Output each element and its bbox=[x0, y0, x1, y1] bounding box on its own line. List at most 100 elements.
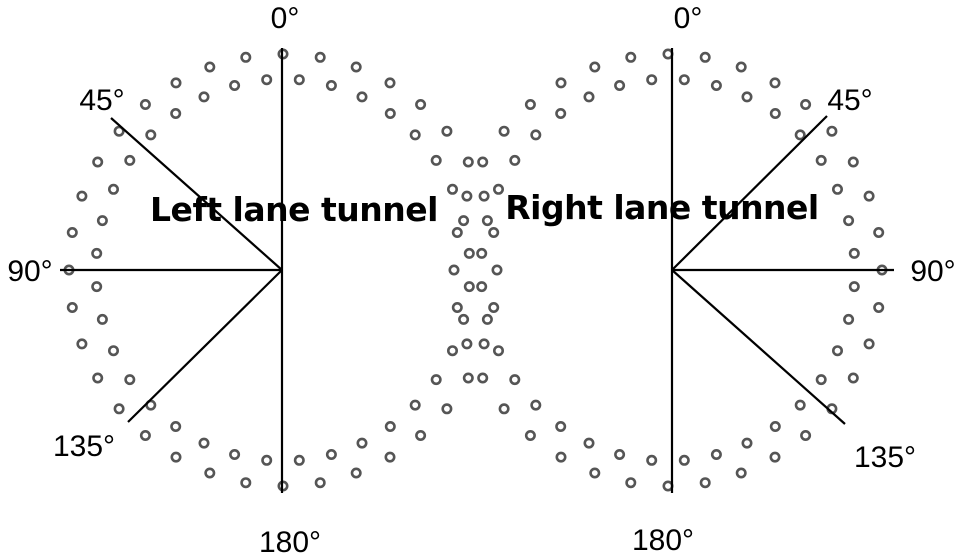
right-tunnel-bolt bbox=[492, 345, 504, 357]
left-tunnel-bolt bbox=[491, 264, 503, 276]
left-tunnel-bolt bbox=[350, 61, 362, 73]
right-tunnel-bolt bbox=[498, 125, 510, 137]
right-tunnel-bolt bbox=[741, 437, 753, 449]
left-tunnel-bolt bbox=[113, 403, 125, 415]
right-tunnel-bolt bbox=[492, 183, 504, 195]
right-tunnel-bolt bbox=[530, 129, 542, 141]
left-tunnel-bolt bbox=[92, 372, 104, 384]
right-tunnel-bolt bbox=[555, 420, 567, 432]
right-tunnel-bolt bbox=[815, 154, 827, 166]
left-tunnel-bolt bbox=[113, 125, 125, 137]
left-tunnel-rays bbox=[60, 48, 284, 493]
left-tunnel-bolt bbox=[261, 454, 273, 466]
left-tunnel-bolt bbox=[261, 74, 273, 86]
left-tunnel-bolt bbox=[384, 108, 396, 120]
right-tunnel-bolt bbox=[477, 156, 489, 168]
right-tunnel-bolt bbox=[741, 91, 753, 103]
right-tunnel-bolt bbox=[461, 338, 473, 350]
left-label-90: 90° bbox=[7, 255, 52, 288]
left-tunnel-bolt bbox=[446, 183, 458, 195]
right-tunnel-bolt bbox=[815, 374, 827, 386]
bolt-ring-layer bbox=[63, 48, 888, 492]
left-tunnel-bolt bbox=[356, 437, 368, 449]
left-tunnel-bolt bbox=[441, 403, 453, 415]
left-tunnel-bolt bbox=[409, 129, 421, 141]
right-tunnel-bolt bbox=[524, 99, 536, 111]
left-tunnel-bolt bbox=[488, 227, 500, 239]
right-tunnel-bolt bbox=[476, 247, 488, 259]
left-tunnel-bolt bbox=[108, 345, 120, 357]
right-tunnel-bolt bbox=[699, 51, 711, 63]
left-tunnel-bolt bbox=[293, 74, 305, 86]
right-tunnel-bolt bbox=[614, 448, 626, 460]
right-tunnel-bolt bbox=[848, 247, 860, 259]
left-tunnel-bolt bbox=[384, 451, 396, 463]
right-label-180: 180° bbox=[632, 524, 694, 557]
right-tunnel-bolt bbox=[848, 281, 860, 293]
right-tunnel-bolt bbox=[800, 429, 812, 441]
right-tunnel-bolt bbox=[476, 281, 488, 293]
left-tunnel-bolt bbox=[325, 80, 337, 92]
left-tunnel-bolt bbox=[462, 372, 474, 384]
left-tunnel-bolt bbox=[66, 301, 78, 313]
right-tunnel-bolt bbox=[769, 451, 781, 463]
right-tunnel-bolt bbox=[847, 156, 859, 168]
left-tunnel-bolt bbox=[462, 156, 474, 168]
left-tunnel-bolt bbox=[170, 108, 182, 120]
right-tunnel-bolt bbox=[583, 437, 595, 449]
right-tunnel-bolt bbox=[863, 338, 875, 350]
left-tunnel-bolt bbox=[204, 467, 216, 479]
right-tunnel-bolt bbox=[509, 154, 521, 166]
left-tunnel-bolt bbox=[139, 429, 151, 441]
right-tunnel-bolt bbox=[451, 227, 463, 239]
left-tunnel-bolt bbox=[458, 215, 470, 227]
right-tunnel-bolt bbox=[555, 77, 567, 89]
right-tunnel-bolt bbox=[555, 451, 567, 463]
left-tunnel-bolt bbox=[229, 80, 241, 92]
right-tunnel-bolt bbox=[625, 51, 637, 63]
right-tunnel-bolt bbox=[826, 125, 838, 137]
left-tunnel-bolt bbox=[139, 99, 151, 111]
right-tunnel-bolt bbox=[678, 74, 690, 86]
right-tunnel-bolt bbox=[800, 99, 812, 111]
right-tunnel-bolt bbox=[873, 301, 885, 313]
right-tunnel-bolt bbox=[678, 454, 690, 466]
left-tunnel-bolt bbox=[198, 91, 210, 103]
right-tunnel-rays bbox=[670, 48, 894, 493]
right-tunnel-bolt bbox=[509, 374, 521, 386]
right-tunnel-bolt bbox=[530, 399, 542, 411]
left-tunnel-bolt bbox=[488, 301, 500, 313]
right-tunnel-bolt bbox=[873, 227, 885, 239]
right-tunnel-bolt bbox=[583, 91, 595, 103]
left-label-0: 0° bbox=[271, 2, 300, 35]
right-tunnel-bolt bbox=[794, 399, 806, 411]
left-tunnel-bolt bbox=[441, 125, 453, 137]
right-tunnel-bolt bbox=[710, 448, 722, 460]
left-tunnel-bolt bbox=[384, 77, 396, 89]
right-tunnel-bolt bbox=[461, 190, 473, 202]
left-tunnel-bolt bbox=[229, 448, 241, 460]
right-label-135: 135° bbox=[854, 441, 916, 474]
left-tunnel-bolt bbox=[350, 467, 362, 479]
left-tunnel-bolt bbox=[108, 183, 120, 195]
left-tunnel-bolt bbox=[415, 429, 427, 441]
left-tunnel-bolt bbox=[415, 99, 427, 111]
left-tunnel-bolt bbox=[170, 420, 182, 432]
left-tunnel-bolt bbox=[204, 61, 216, 73]
left-tunnel-bolt bbox=[76, 190, 88, 202]
left-tunnel-bolt bbox=[170, 451, 182, 463]
left-tunnel-bolt bbox=[463, 281, 475, 293]
right-tunnel-bolt bbox=[481, 313, 493, 325]
right-tunnel-bolt bbox=[843, 313, 855, 325]
left-ray-45 bbox=[110, 117, 283, 271]
left-tunnel-bolt bbox=[325, 448, 337, 460]
left-tunnel-bolt bbox=[92, 156, 104, 168]
right-tunnel-bolt bbox=[735, 467, 747, 479]
right-tunnel-bolt bbox=[769, 108, 781, 120]
right-tunnel-bolt bbox=[646, 74, 658, 86]
right-tunnel-bolt bbox=[589, 467, 601, 479]
right-tunnel-bolt bbox=[735, 61, 747, 73]
left-tunnel-bolt bbox=[356, 91, 368, 103]
right-ray-45 bbox=[671, 115, 828, 271]
